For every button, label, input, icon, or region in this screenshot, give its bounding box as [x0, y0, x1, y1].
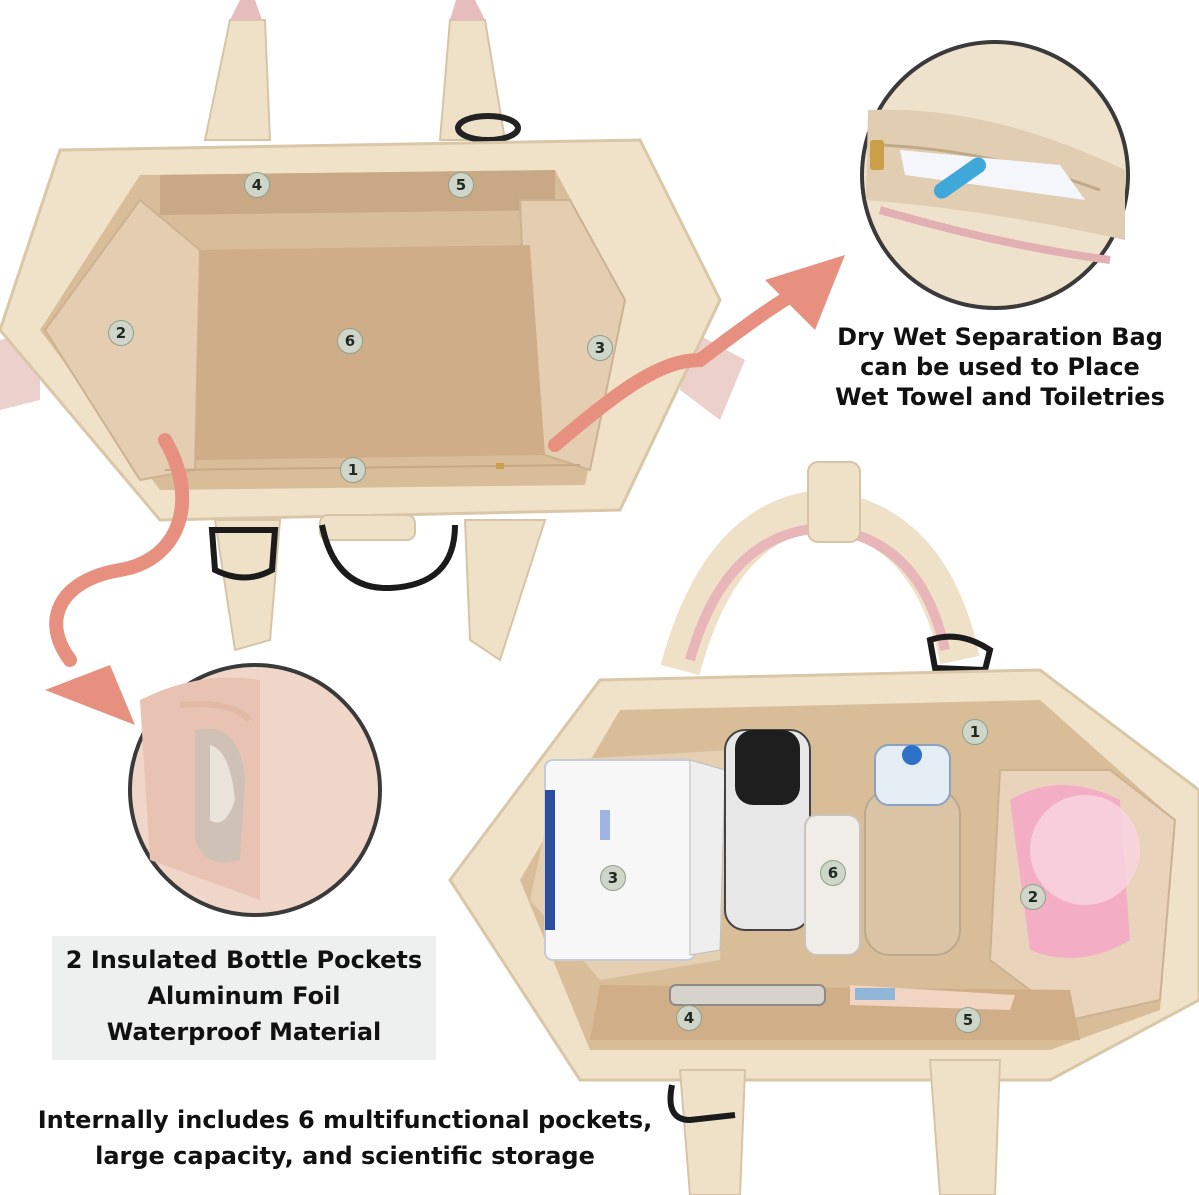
dry-wet-caption-line-2: can be used to Place: [860, 353, 1140, 381]
footer-line-2: large capacity, and scientific storage: [95, 1142, 595, 1170]
bottom-pocket-5-label: 5: [955, 1007, 981, 1033]
top-bag-image: [0, 0, 745, 662]
footer-caption: Internally includes 6 multifunctional po…: [30, 1102, 660, 1174]
top-pocket-4-label: 4: [244, 172, 270, 198]
bottle-pocket-closeup: [128, 663, 382, 917]
dry-wet-caption-line-3: Wet Towel and Toiletries: [835, 383, 1165, 411]
dry-wet-caption: Dry Wet Separation Bag can be used to Pl…: [820, 322, 1180, 412]
bottle-caption: 2 Insulated Bottle Pockets Aluminum Foil…: [52, 942, 436, 1050]
top-pocket-5-label: 5: [448, 172, 474, 198]
bottom-pocket-3-label: 3: [600, 865, 626, 891]
top-pocket-1-label: 1: [340, 457, 366, 483]
bottle-caption-line-3: Waterproof Material: [106, 1018, 382, 1046]
bottle-caption-line-2: Aluminum Foil: [147, 982, 341, 1010]
top-pocket-6-label: 6: [337, 328, 363, 354]
bottom-pocket-4-label: 4: [676, 1005, 702, 1031]
top-pocket-2-label: 2: [108, 320, 134, 346]
footer-line-1: Internally includes 6 multifunctional po…: [37, 1106, 653, 1134]
dry-wet-bag-closeup: [860, 40, 1130, 310]
bottom-bag-image: [448, 461, 1199, 1195]
bottom-pocket-6-label: 6: [820, 860, 846, 886]
top-pocket-3-label: 3: [587, 335, 613, 361]
dry-wet-caption-line-1: Dry Wet Separation Bag: [837, 323, 1163, 351]
bottle-caption-panel: [52, 936, 436, 1060]
bottom-pocket-2-label: 2: [1020, 884, 1046, 910]
bottle-caption-line-1: 2 Insulated Bottle Pockets: [65, 946, 423, 974]
arrow-to-dry-wet: [548, 255, 845, 452]
arrow-to-bottle-pocket: [45, 433, 190, 725]
bottom-pocket-1-label: 1: [962, 719, 988, 745]
